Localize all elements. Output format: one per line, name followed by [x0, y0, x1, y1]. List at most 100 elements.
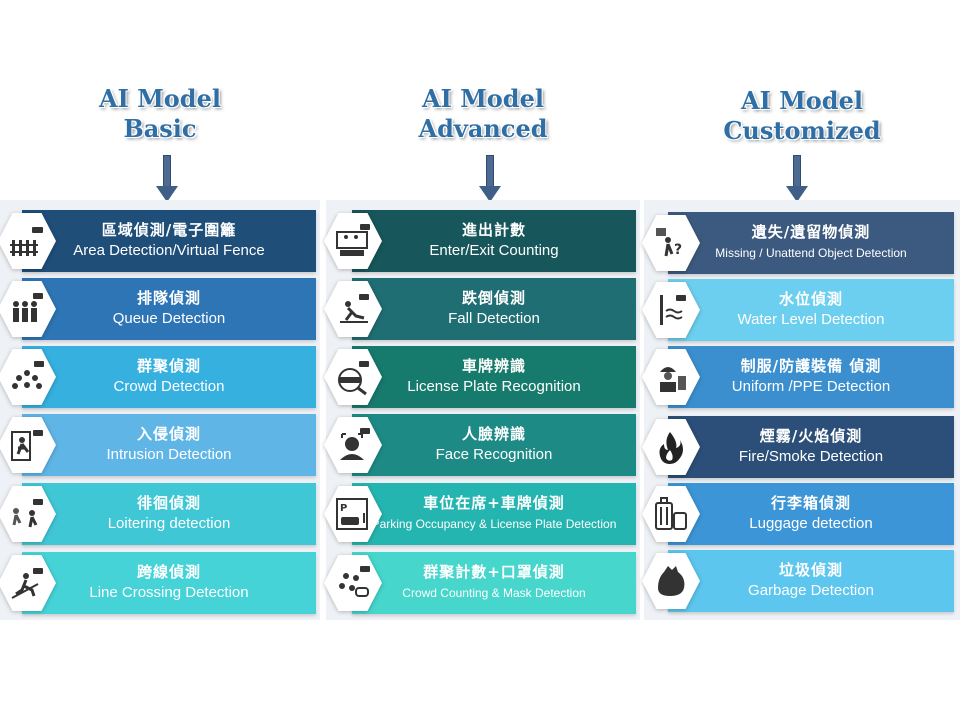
- fire-icon: [642, 419, 700, 475]
- feature-name-zh: 進出計數: [461, 221, 526, 239]
- feature-bar: 煙霧/火焰偵測 Fire/Smoke Detection: [668, 416, 954, 478]
- feature-name-en: Uniform /PPE Detection: [731, 378, 891, 395]
- feature-item: 煙霧/火焰偵測 Fire/Smoke Detection: [642, 416, 954, 478]
- title-line1: AI Model: [99, 84, 221, 113]
- feature-name-en: Garbage Detection: [748, 582, 874, 599]
- feature-name-zh: 制服/防護裝備 偵測: [740, 357, 882, 375]
- feature-icon-badge: [0, 278, 60, 340]
- feature-icon-badge: [642, 416, 704, 478]
- ppe-icon: [642, 349, 700, 405]
- title-line1: AI Model: [422, 84, 544, 113]
- column-title: AI Model Advanced: [326, 84, 640, 144]
- feature-bar: 行李箱偵測 Luggage detection: [668, 483, 954, 545]
- feature-item: 水位偵測 Water Level Detection: [642, 279, 954, 341]
- feature-bar: 區域偵測/電子圍籬 Area Detection/Virtual Fence: [22, 210, 316, 272]
- column-title: AI Model Basic: [0, 84, 320, 144]
- feature-name-en: Luggage detection: [749, 515, 873, 532]
- garbage-icon: [642, 553, 700, 609]
- feature-name-en: Line Crossing Detection: [89, 584, 249, 601]
- enter-exit-icon: [324, 213, 382, 269]
- feature-name-en: Crowd Detection: [113, 378, 225, 395]
- down-arrow-icon: [156, 155, 178, 205]
- feature-name-zh: 車牌辨識: [461, 357, 526, 375]
- feature-name-en: Enter/Exit Counting: [429, 242, 559, 259]
- feature-bar: 人臉辨識 Face Recognition: [352, 414, 636, 476]
- feature-item: 進出計數 Enter/Exit Counting: [324, 210, 636, 272]
- feature-icon-badge: [0, 210, 60, 272]
- feature-bar: 水位偵測 Water Level Detection: [668, 279, 954, 341]
- fall-icon: [324, 281, 382, 337]
- feature-name-zh: 人臉辨識: [461, 425, 526, 443]
- feature-item: 群聚偵測 Crowd Detection: [0, 346, 316, 408]
- feature-name-zh: 區域偵測/電子圍籬: [101, 221, 237, 239]
- feature-icon-badge: [642, 279, 704, 341]
- feature-icon-badge: [324, 346, 386, 408]
- feature-name-zh: 群聚計數+口罩偵測: [423, 563, 565, 581]
- feature-bar: 跨線偵測 Line Crossing Detection: [22, 552, 316, 614]
- feature-name-zh: 車位在席+車牌偵測: [423, 494, 565, 512]
- feature-item: 跨線偵測 Line Crossing Detection: [0, 552, 316, 614]
- feature-name-zh: 群聚偵測: [136, 357, 201, 375]
- face-icon: [324, 417, 382, 473]
- feature-name-en: Face Recognition: [435, 446, 553, 463]
- feature-item: 跌倒偵測 Fall Detection: [324, 278, 636, 340]
- feature-item: 行李箱偵測 Luggage detection: [642, 483, 954, 545]
- feature-name-zh: 煙霧/火焰偵測: [759, 427, 863, 445]
- title-line2: Customized: [723, 116, 881, 145]
- feature-name-zh: 行李箱偵測: [770, 494, 851, 512]
- feature-item: 區域偵測/電子圍籬 Area Detection/Virtual Fence: [0, 210, 316, 272]
- feature-name-en: Missing / Unattend Object Detection: [715, 246, 907, 260]
- feature-name-en: Fire/Smoke Detection: [738, 448, 884, 465]
- feature-name-en: Parking Occupancy & License Plate Detect…: [371, 517, 617, 531]
- feature-icon-badge: [0, 483, 60, 545]
- feature-icon-badge: [0, 346, 60, 408]
- feature-bar: 遺失/遺留物偵測 Missing / Unattend Object Detect…: [668, 212, 954, 274]
- feature-name-zh: 跌倒偵測: [461, 289, 526, 307]
- fence-camera-icon: [0, 213, 56, 269]
- feature-name-zh: 遺失/遺留物偵測: [751, 223, 871, 241]
- feature-name-zh: 徘徊偵測: [136, 494, 201, 512]
- feature-name-en: Water Level Detection: [737, 311, 885, 328]
- feature-name-zh: 跨線偵測: [136, 563, 201, 581]
- title-line2: Advanced: [418, 114, 548, 143]
- feature-name-en: Fall Detection: [448, 310, 540, 327]
- title-line2: Basic: [123, 114, 197, 143]
- feature-name-en: Intrusion Detection: [106, 446, 232, 463]
- missing-object-icon: ?: [642, 215, 700, 271]
- feature-bar: 進出計數 Enter/Exit Counting: [352, 210, 636, 272]
- feature-bar: 群聚偵測 Crowd Detection: [22, 346, 316, 408]
- feature-icon-badge: ?: [642, 212, 704, 274]
- feature-name-en: Area Detection/Virtual Fence: [73, 242, 265, 259]
- down-arrow-icon: [786, 155, 808, 205]
- feature-icon-badge: [0, 552, 60, 614]
- feature-name-zh: 入侵偵測: [136, 425, 201, 443]
- feature-item: 車位在席+車牌偵測 Parking Occupancy & License Pla…: [324, 483, 636, 545]
- line-crossing-icon: [0, 555, 56, 611]
- svg-text:?: ?: [674, 242, 682, 258]
- svg-text:P: P: [340, 503, 347, 514]
- down-arrow-icon: [479, 155, 501, 205]
- feature-item: 遺失/遺留物偵測 Missing / Unattend Object Detect…: [642, 212, 954, 274]
- feature-icon-badge: [324, 552, 386, 614]
- parking-icon: P: [324, 486, 382, 542]
- title-line1: AI Model: [741, 86, 863, 115]
- feature-icon-badge: [324, 278, 386, 340]
- feature-name-zh: 水位偵測: [778, 290, 843, 308]
- feature-icon-badge: [324, 414, 386, 476]
- feature-bar: 車位在席+車牌偵測 Parking Occupancy & License Pla…: [352, 483, 636, 545]
- column-title: AI Model Customized: [644, 86, 960, 146]
- feature-icon-badge: [642, 483, 704, 545]
- water-level-icon: [642, 282, 700, 338]
- feature-item: 人臉辨識 Face Recognition: [324, 414, 636, 476]
- feature-bar: 跌倒偵測 Fall Detection: [352, 278, 636, 340]
